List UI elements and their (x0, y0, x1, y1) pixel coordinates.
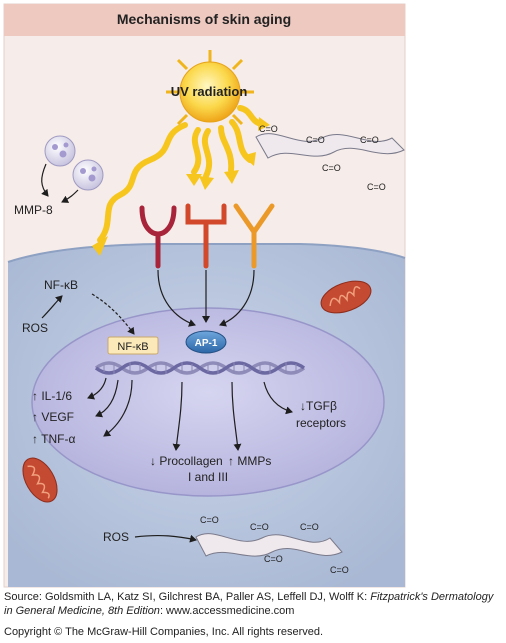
ros-collagen-arrow (134, 534, 197, 543)
procollagen-label-line2: I and III (188, 470, 228, 484)
diagram-title: Mechanisms of skin aging (117, 11, 291, 27)
uv-ray-heads (92, 117, 270, 256)
copyright-caption: Copyright © The McGraw-Hill Companies, I… (4, 626, 324, 638)
mitochondria-icon (320, 280, 372, 314)
il16-arrow (87, 377, 107, 400)
procollagen-label: ↓ Procollagen (150, 454, 223, 468)
uv-ray-to-nucleus (97, 122, 188, 243)
carbonyl-label: C=O (367, 182, 386, 192)
ros-arrow (41, 295, 63, 319)
collagen-strand-bottom (195, 533, 343, 557)
collagen-strand-top (255, 133, 405, 159)
ros-bottom-label: ROS (103, 530, 129, 544)
vegf-arrow (95, 379, 119, 418)
neutrophil-icon (72, 159, 104, 191)
carbonyl-label: C=O (200, 515, 219, 525)
neutrophil-arrow (61, 189, 79, 203)
nfkb-translocation-arrow (91, 293, 135, 335)
source-title-line2: in General Medicine, 8th Edition (4, 605, 160, 617)
nucleus (31, 307, 385, 497)
receptor-icon (185, 203, 227, 269)
receptor-icon (139, 205, 177, 269)
source-prefix: Source: Goldsmith LA, Katz SI, Gilchrest… (4, 591, 371, 603)
il16-label: ↑ IL-1/6 (32, 389, 72, 403)
source-title: Fitzpatrick's Dermatology (370, 591, 494, 603)
carbonyl-label: C=O (306, 135, 325, 145)
ap1-label: AP-1 (195, 338, 218, 349)
source-suffix: : www.accessmedicine.com (159, 605, 295, 617)
carbonyl-label: C=O (322, 163, 341, 173)
carbonyl-label: C=O (264, 554, 283, 564)
uv-ray-2 (201, 128, 213, 179)
receptor-arrow (157, 269, 196, 327)
mmp8-label: MMP-8 (14, 203, 53, 217)
tgfb-label-line2: receptors (296, 416, 346, 430)
title-band (4, 4, 405, 36)
source-caption: Source: Goldsmith LA, Katz SI, Gilchrest… (4, 590, 504, 618)
carbonyl-label: C=O (250, 522, 269, 532)
uv-ray-3 (218, 125, 235, 173)
carbonyl-label: C=O (300, 522, 319, 532)
ap1-complex (185, 330, 227, 354)
nfkb-nucleus-box (107, 336, 159, 355)
nfkb-cytoplasm-label: NF-κB (44, 278, 78, 292)
carbonyl-label: C=O (330, 565, 349, 575)
carbonyl-label: C=O (259, 124, 278, 134)
mmps-arrow (231, 381, 242, 451)
procollagen-arrow (172, 381, 183, 451)
tgfb-label: ↓TGFβ (300, 399, 337, 413)
uv-rays (97, 105, 265, 243)
sun-icon (166, 50, 254, 126)
dna-rungs (103, 362, 297, 374)
receptor-arrow (219, 269, 255, 327)
nfkb-nucleus-label: NF-κB (117, 341, 148, 353)
carbonyl-label: C=O (360, 135, 379, 145)
tgfb-arrow (263, 381, 293, 415)
ros-cell-label: ROS (22, 321, 48, 335)
tnfa-label: ↑ TNF-α (32, 432, 75, 446)
mitochondria-icon (22, 457, 58, 503)
neutrophil-arrow (41, 163, 49, 197)
vegf-label: ↑ VEGF (32, 410, 74, 424)
uv-ray-1 (191, 127, 202, 175)
uv-radiation-label: UV radiation (171, 84, 248, 99)
neutrophil-icon (44, 135, 76, 167)
mmps-label: ↑ MMPs (228, 454, 271, 468)
tnfa-arrow (103, 379, 133, 437)
receptor-icon (233, 203, 275, 269)
